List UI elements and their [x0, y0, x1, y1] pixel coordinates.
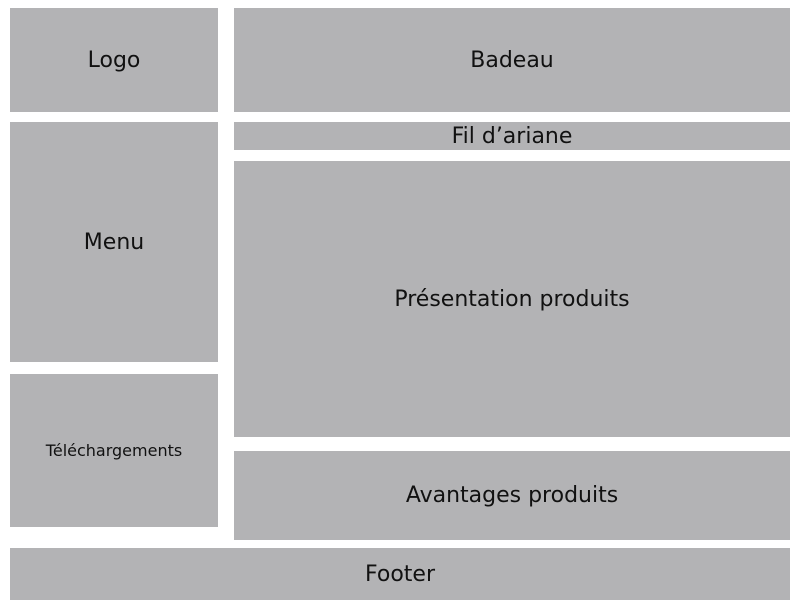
menu-label: Menu	[83, 229, 145, 255]
logo-label: Logo	[87, 47, 141, 73]
breadcrumb-block: Fil d’ariane	[234, 122, 790, 150]
product-presentation-label: Présentation produits	[394, 286, 630, 312]
downloads-label: Téléchargements	[45, 441, 183, 460]
product-benefits-label: Avantages produits	[405, 483, 619, 508]
breadcrumb-label: Fil d’ariane	[451, 123, 573, 149]
menu-block: Menu	[10, 122, 218, 362]
footer-label: Footer	[365, 561, 435, 587]
banner-label: Badeau	[470, 47, 554, 73]
banner-block: Badeau	[234, 8, 790, 112]
product-presentation-block: Présentation produits	[234, 161, 790, 437]
product-benefits-block: Avantages produits	[234, 451, 790, 540]
footer-block: Footer	[10, 548, 790, 600]
logo-block: Logo	[10, 8, 218, 112]
downloads-block: Téléchargements	[10, 374, 218, 527]
